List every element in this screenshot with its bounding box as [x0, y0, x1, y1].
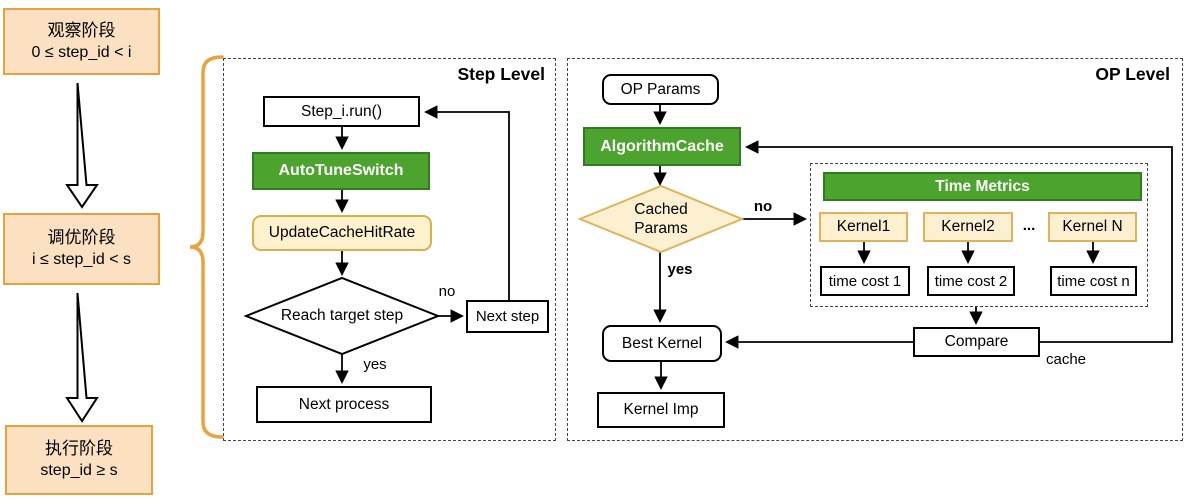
phase-observe-formula: 0 ≤ step_id < i: [31, 43, 132, 61]
tuning-phase-brace-icon: [189, 55, 224, 439]
phase-tune-box: 调优阶段 i ≤ step_id < s: [3, 213, 160, 285]
op-params-node: OP Params: [602, 74, 719, 105]
step-no-label: no: [438, 283, 456, 300]
next-step-node: Next step: [466, 300, 549, 333]
time-cost-1-node: time cost 1: [820, 266, 910, 296]
phase-execute-box: 执行阶段 step_id ≥ s: [5, 425, 153, 495]
op-yes-label: yes: [667, 261, 693, 278]
cached-params-label: Cached Params: [611, 192, 711, 246]
phase-arrow-2-icon: [65, 292, 99, 423]
step-level-container: [223, 58, 556, 441]
phase-execute-formula: step_id ≥ s: [40, 462, 118, 480]
reach-target-step-label: Reach target step: [280, 307, 404, 325]
compare-node: Compare: [913, 327, 1040, 357]
phase-arrow-1-icon: [65, 82, 99, 209]
op-level-container: [567, 58, 1183, 441]
phase-tune-formula: i ≤ step_id < s: [31, 251, 132, 269]
update-cache-hit-rate-node: UpdateCacheHitRate: [252, 215, 432, 251]
edge-compare-cache-to-algorithmcache: [744, 140, 1173, 343]
kernel-imp-node: Kernel Imp: [597, 392, 725, 428]
autotune-switch-node: AutoTuneSwitch: [252, 152, 430, 190]
next-process-node: Next process: [256, 386, 432, 423]
cache-edge-label: cache: [1046, 351, 1087, 368]
algorithm-cache-node: AlgorithmCache: [583, 127, 741, 166]
best-kernel-node: Best Kernel: [602, 325, 722, 362]
reach-target-step-diamond: [243, 276, 441, 356]
time-metrics-header: Time Metrics: [823, 172, 1142, 201]
phase-execute-title: 执行阶段: [45, 439, 113, 459]
kernel1-node: Kernel1: [819, 212, 908, 242]
phase-observe-box: 观察阶段 0 ≤ step_id < i: [3, 8, 160, 75]
kernel-n-node: Kernel N: [1048, 212, 1137, 242]
edge-nextstep-loop-to-steprun: [423, 105, 510, 300]
cached-params-diamond: [577, 184, 745, 254]
op-level-title: OP Level: [1095, 64, 1170, 84]
cached-params-line2: Params: [634, 220, 688, 237]
op-no-label: no: [753, 198, 773, 215]
phase-observe-title: 观察阶段: [47, 20, 116, 40]
time-cost-2-node: time cost 2: [927, 266, 1015, 296]
step-yes-label: yes: [363, 356, 387, 373]
step-run-node: Step_i.run(): [263, 96, 420, 127]
phase-tune-title: 调优阶段: [47, 228, 116, 248]
step-level-title: Step Level: [457, 64, 545, 84]
kernel-ellipsis-label: ...: [1022, 217, 1036, 234]
time-cost-n-node: time cost n: [1050, 266, 1137, 296]
kernel2-node: Kernel2: [923, 212, 1013, 242]
cached-params-line1: Cached: [634, 200, 688, 218]
time-metrics-container: [810, 163, 1148, 307]
